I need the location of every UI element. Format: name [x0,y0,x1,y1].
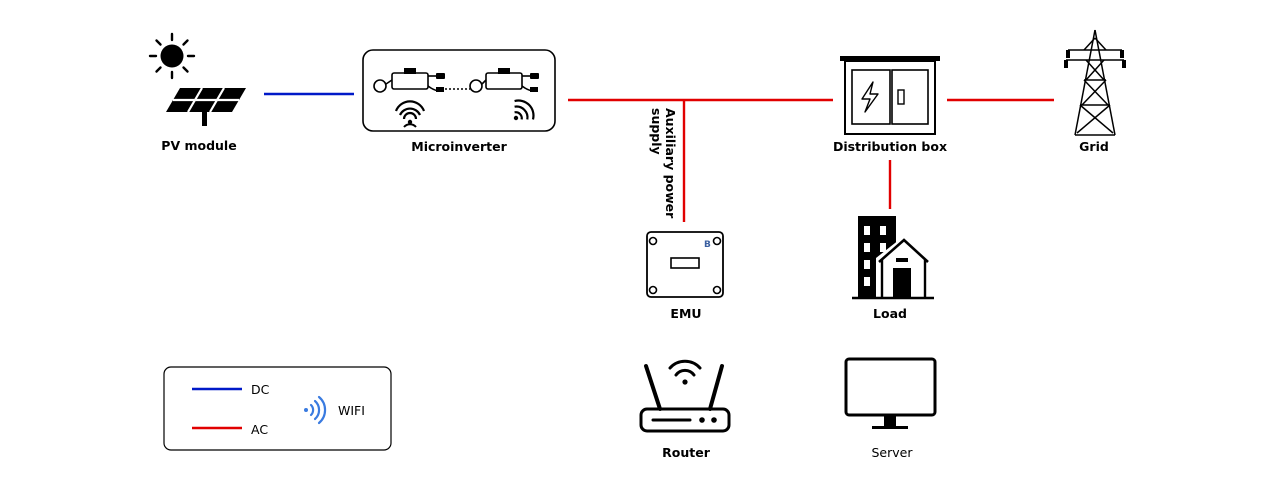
microinverter-icon [362,49,556,132]
wifi-signal-icon [394,100,426,128]
emu-label: EMU [670,306,701,321]
auxiliary-power-label-line2: supply [649,108,664,155]
wifi-legend-icon [304,395,327,425]
legend-dc-label: DC [251,382,270,397]
router-icon [639,359,731,433]
pv-module-icon [148,32,246,126]
load-label: Load [873,306,907,321]
emu-icon: B [646,231,724,298]
distribution-box-icon [840,56,940,135]
pv-module-label: PV module [161,138,236,153]
server-monitor-icon [844,357,937,429]
sun-icon [148,32,196,80]
server-label: Server [872,445,914,460]
distribution-box-label: Distribution box [833,139,947,154]
solar-panel-icon [166,87,246,126]
legend-ac-label: AC [251,422,268,437]
microinverter-unit-2 [469,68,539,93]
lightning-icon [861,81,879,113]
auxiliary-power-label: Auxiliary power supply [649,108,678,219]
wifi-signal-icon [513,99,535,121]
microinverter-label: Microinverter [411,139,507,154]
microinverter-unit-1 [373,68,445,93]
legend-wifi-label: WIFI [338,403,365,418]
auxiliary-power-label-line1: Auxiliary power [663,108,678,219]
router-label: Router [662,445,711,460]
grid-label: Grid [1079,139,1109,154]
grid-tower-icon [1064,29,1126,136]
load-building-icon [852,216,934,300]
wifi-icon [668,359,702,385]
legend: DC AC WIFI [163,366,392,451]
emu-logo: B [704,240,711,250]
